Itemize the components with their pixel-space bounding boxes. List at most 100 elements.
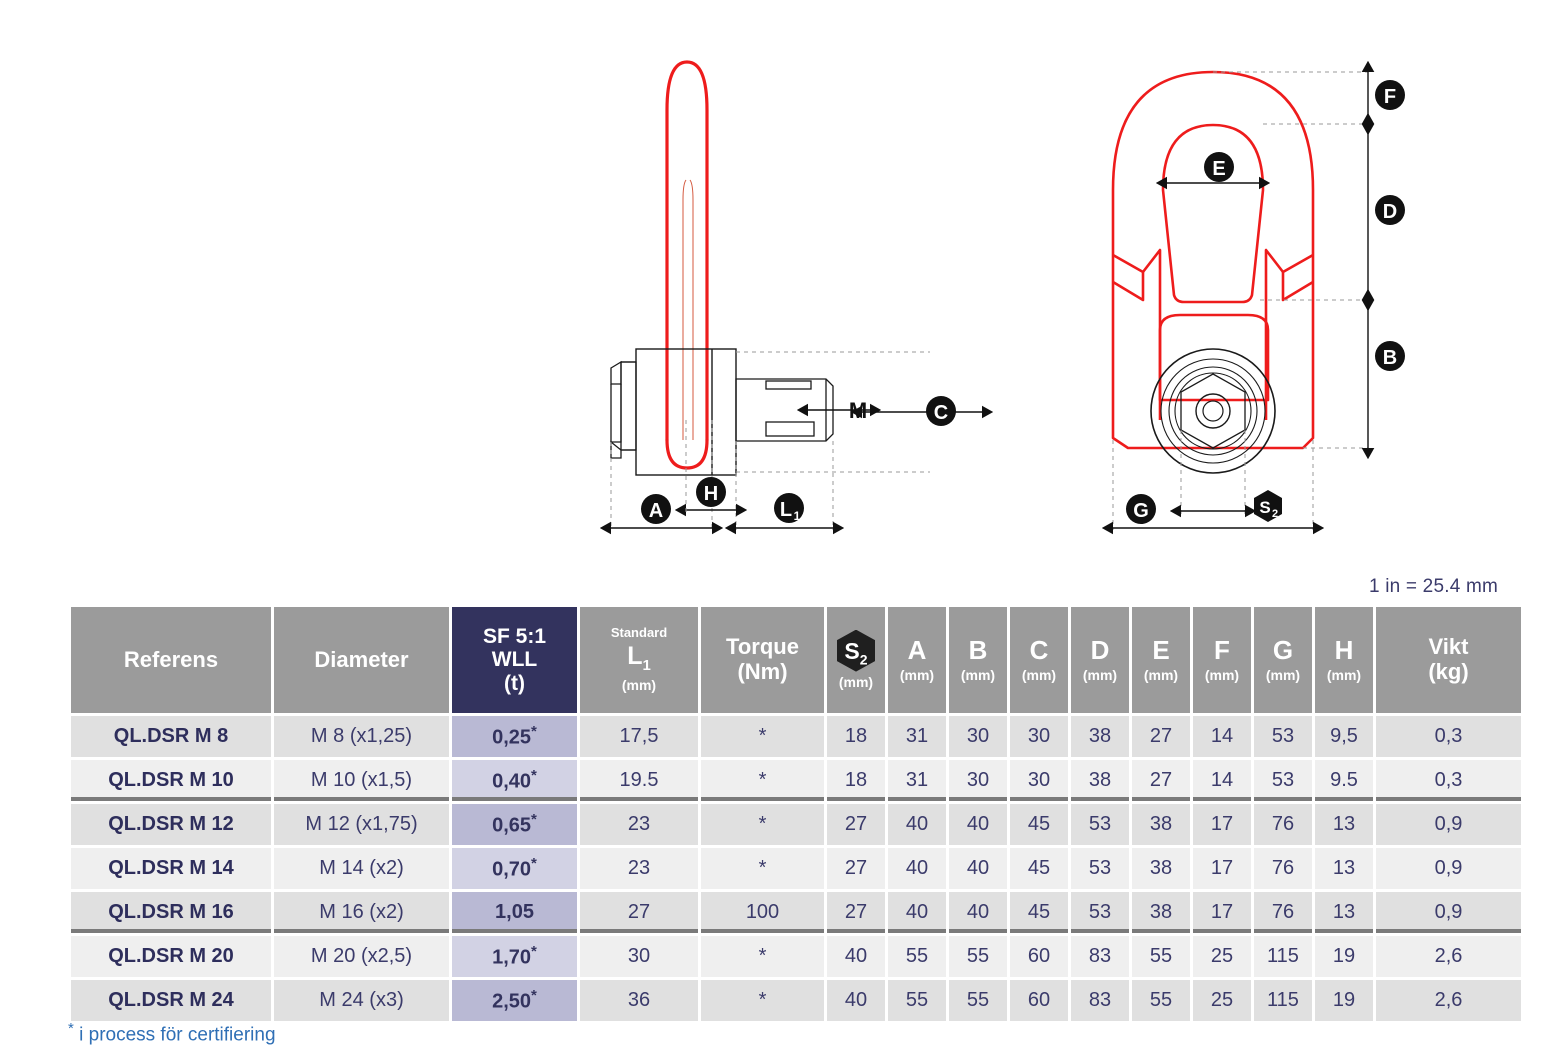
- dimension-A: A: [599, 494, 724, 535]
- cell-d: 53: [1071, 892, 1129, 933]
- e-letter: E: [1152, 635, 1170, 666]
- col-header-torque: Torque (Nm): [701, 607, 824, 713]
- dimension-G: G: [1101, 494, 1325, 535]
- svg-text:G: G: [1133, 500, 1149, 522]
- cell-referens: QL.DSR M 8: [71, 716, 271, 757]
- cell-vikt: 2,6: [1376, 980, 1521, 1021]
- g-letter: G: [1272, 635, 1294, 666]
- col-header-b: B (mm): [949, 607, 1007, 713]
- callout-badge-L1: [774, 493, 804, 523]
- cell-s2: 27: [827, 804, 885, 845]
- svg-text:1: 1: [794, 509, 801, 523]
- hex-nut-side: [610, 360, 637, 459]
- cell-c: 30: [1010, 716, 1068, 757]
- cell-e: 27: [1132, 760, 1190, 801]
- cell-b: 40: [949, 848, 1007, 889]
- cell-diameter: M 20 (x2,5): [274, 936, 449, 977]
- svg-text:L: L: [780, 499, 792, 521]
- c-unit: (mm): [1021, 667, 1057, 684]
- side-view-drawing: M C A H: [599, 60, 994, 535]
- cell-torque: *: [701, 716, 824, 757]
- dimension-S2: S 2: [1169, 490, 1282, 522]
- f-letter: F: [1214, 635, 1230, 666]
- cell-diameter: M 10 (x1,5): [274, 760, 449, 801]
- col-header-wll: SF 5:1 WLL (t): [452, 607, 577, 713]
- torque-line-1: Torque: [726, 634, 799, 660]
- bail-aperture-front: [1161, 123, 1265, 304]
- col-header-f: F (mm): [1193, 607, 1251, 713]
- cell-torque: *: [701, 936, 824, 977]
- cell-b: 30: [949, 760, 1007, 801]
- cell-l1: 27: [580, 892, 698, 933]
- cell-vikt: 2,6: [1376, 936, 1521, 977]
- cell-referens: QL.DSR M 16: [71, 892, 271, 933]
- cell-h: 9,5: [1315, 716, 1373, 757]
- cell-f: 14: [1193, 760, 1251, 801]
- cell-a: 31: [888, 760, 946, 801]
- wll-asterisk: *: [531, 855, 537, 873]
- cell-f: 14: [1193, 716, 1251, 757]
- front-view-drawing: E F D B: [1101, 60, 1405, 535]
- cell-d: 53: [1071, 804, 1129, 845]
- cell-f: 17: [1193, 848, 1251, 889]
- body-outline-front: [1111, 70, 1315, 450]
- dimension-D: D: [1361, 112, 1405, 312]
- cell-d: 38: [1071, 760, 1129, 801]
- wll-asterisk: *: [531, 767, 537, 785]
- specification-table: Referens Diameter SF 5:1 WLL (t) Standar…: [68, 604, 1524, 1024]
- footnote-asterisk: *: [68, 1020, 74, 1037]
- l1-subscript: 1: [642, 657, 651, 675]
- cell-wll: 0,40*: [452, 760, 577, 801]
- cell-c: 30: [1010, 760, 1068, 801]
- cell-c: 45: [1010, 804, 1068, 845]
- col-header-e: E (mm): [1132, 607, 1190, 713]
- cell-d: 53: [1071, 848, 1129, 889]
- dimension-L1: L 1: [724, 493, 845, 535]
- svg-text:E: E: [1212, 158, 1225, 180]
- cell-f: 25: [1193, 980, 1251, 1021]
- wll-asterisk: *: [531, 987, 537, 1005]
- hex-socket-front: [1150, 348, 1276, 474]
- cell-c: 45: [1010, 848, 1068, 889]
- callout-badge-D: [1375, 195, 1405, 225]
- vikt-line-2: (kg): [1428, 659, 1469, 684]
- g-unit: (mm): [1265, 667, 1301, 684]
- cell-s2: 27: [827, 892, 885, 933]
- bail-outline-side: [665, 60, 709, 470]
- a-unit: (mm): [899, 667, 935, 684]
- unit-conversion-note: 1 in = 25.4 mm: [1369, 576, 1498, 597]
- cell-h: 13: [1315, 848, 1373, 889]
- col-header-h: H (mm): [1315, 607, 1373, 713]
- extension-lines-front: [1112, 71, 1368, 530]
- cell-b: 55: [949, 980, 1007, 1021]
- b-letter: B: [968, 635, 988, 666]
- cell-h: 13: [1315, 892, 1373, 933]
- cell-vikt: 0,3: [1376, 760, 1521, 801]
- wll-asterisk: *: [531, 723, 537, 741]
- cell-diameter: M 16 (x2): [274, 892, 449, 933]
- s2-unit: (mm): [838, 673, 874, 690]
- cell-c: 45: [1010, 892, 1068, 933]
- svg-text:H: H: [704, 483, 718, 505]
- cell-wll: 1,70*: [452, 936, 577, 977]
- cell-torque: *: [701, 980, 824, 1021]
- drawings-svg: M C A H: [599, 60, 1405, 535]
- cell-g: 115: [1254, 936, 1312, 977]
- cell-b: 30: [949, 716, 1007, 757]
- cell-s2: 27: [827, 848, 885, 889]
- cell-s2: 40: [827, 936, 885, 977]
- svg-text:C: C: [934, 402, 948, 424]
- svg-text:F: F: [1384, 86, 1396, 108]
- cell-referens: QL.DSR M 20: [71, 936, 271, 977]
- a-letter: A: [907, 635, 927, 666]
- cell-vikt: 0,3: [1376, 716, 1521, 757]
- cell-g: 76: [1254, 848, 1312, 889]
- cell-a: 55: [888, 980, 946, 1021]
- col-header-c: C (mm): [1010, 607, 1068, 713]
- cell-e: 38: [1132, 804, 1190, 845]
- s2-hex-icon: S2: [837, 629, 875, 672]
